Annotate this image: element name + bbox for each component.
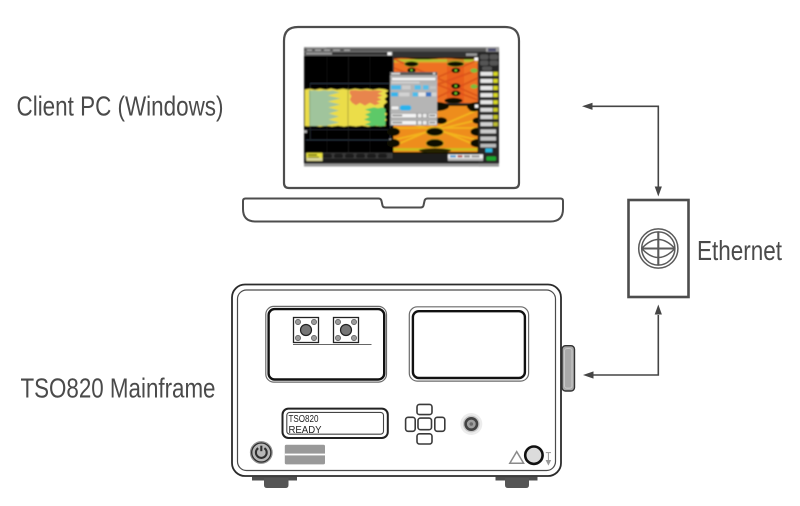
svg-text:TSO820: TSO820 [289, 414, 319, 425]
svg-text:Client PC (Windows): Client PC (Windows) [17, 91, 224, 122]
svg-text:TSO820 Mainframe: TSO820 Mainframe [21, 373, 216, 404]
svg-text:Ethernet: Ethernet [697, 235, 782, 266]
svg-text:READY: READY [289, 425, 322, 436]
